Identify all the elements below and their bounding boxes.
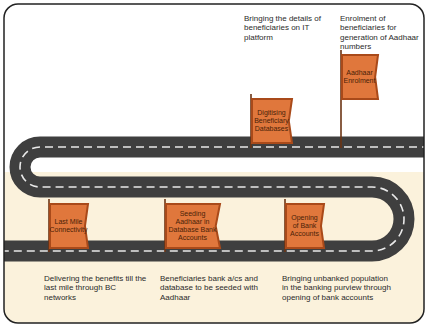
flag-banner (286, 204, 324, 248)
road-centre-line (4, 147, 424, 251)
flag-label: Seeding Aadhaar in Database Bank Account… (166, 208, 220, 243)
flag-banner (252, 99, 292, 143)
milestone-flag: Digitising Beneficiary DatabasesBringing… (252, 99, 292, 143)
flag-label: Digitising Beneficiary Databases (252, 107, 292, 134)
flag-banner (342, 55, 378, 99)
milestone-flag: Seeding Aadhaar in Database Bank Account… (166, 204, 220, 248)
milestone-description: Enrolment of beneficiaries for generatio… (340, 14, 424, 52)
milestone-description: Beneficiaries bank a/cs and database to … (160, 274, 264, 302)
flag-label: Last Mile Connectivity (47, 216, 90, 236)
milestone-description: Bringing unbanked population in the bank… (282, 274, 394, 302)
milestone-flag: Aadhaar EnrolmentEnrolment of beneficiar… (342, 55, 378, 99)
milestone-flag: Opening of Bank AccountsBringing unbanke… (286, 204, 324, 248)
flag-banner (166, 204, 220, 248)
road (4, 147, 424, 251)
frame-border (4, 4, 424, 323)
frame-fill (4, 4, 424, 323)
flag-label: Opening of Bank Accounts (286, 212, 324, 239)
milestone-description: Delivering the benefits till the last mi… (44, 274, 148, 302)
flag-poles (49, 50, 341, 252)
milestone-description: Bringing the details of beneficiaries on… (244, 14, 336, 42)
flag-label: Aadhaar Enrolment (342, 67, 379, 87)
milestone-flag: Last Mile ConnectivityDelivering the ben… (50, 204, 88, 248)
